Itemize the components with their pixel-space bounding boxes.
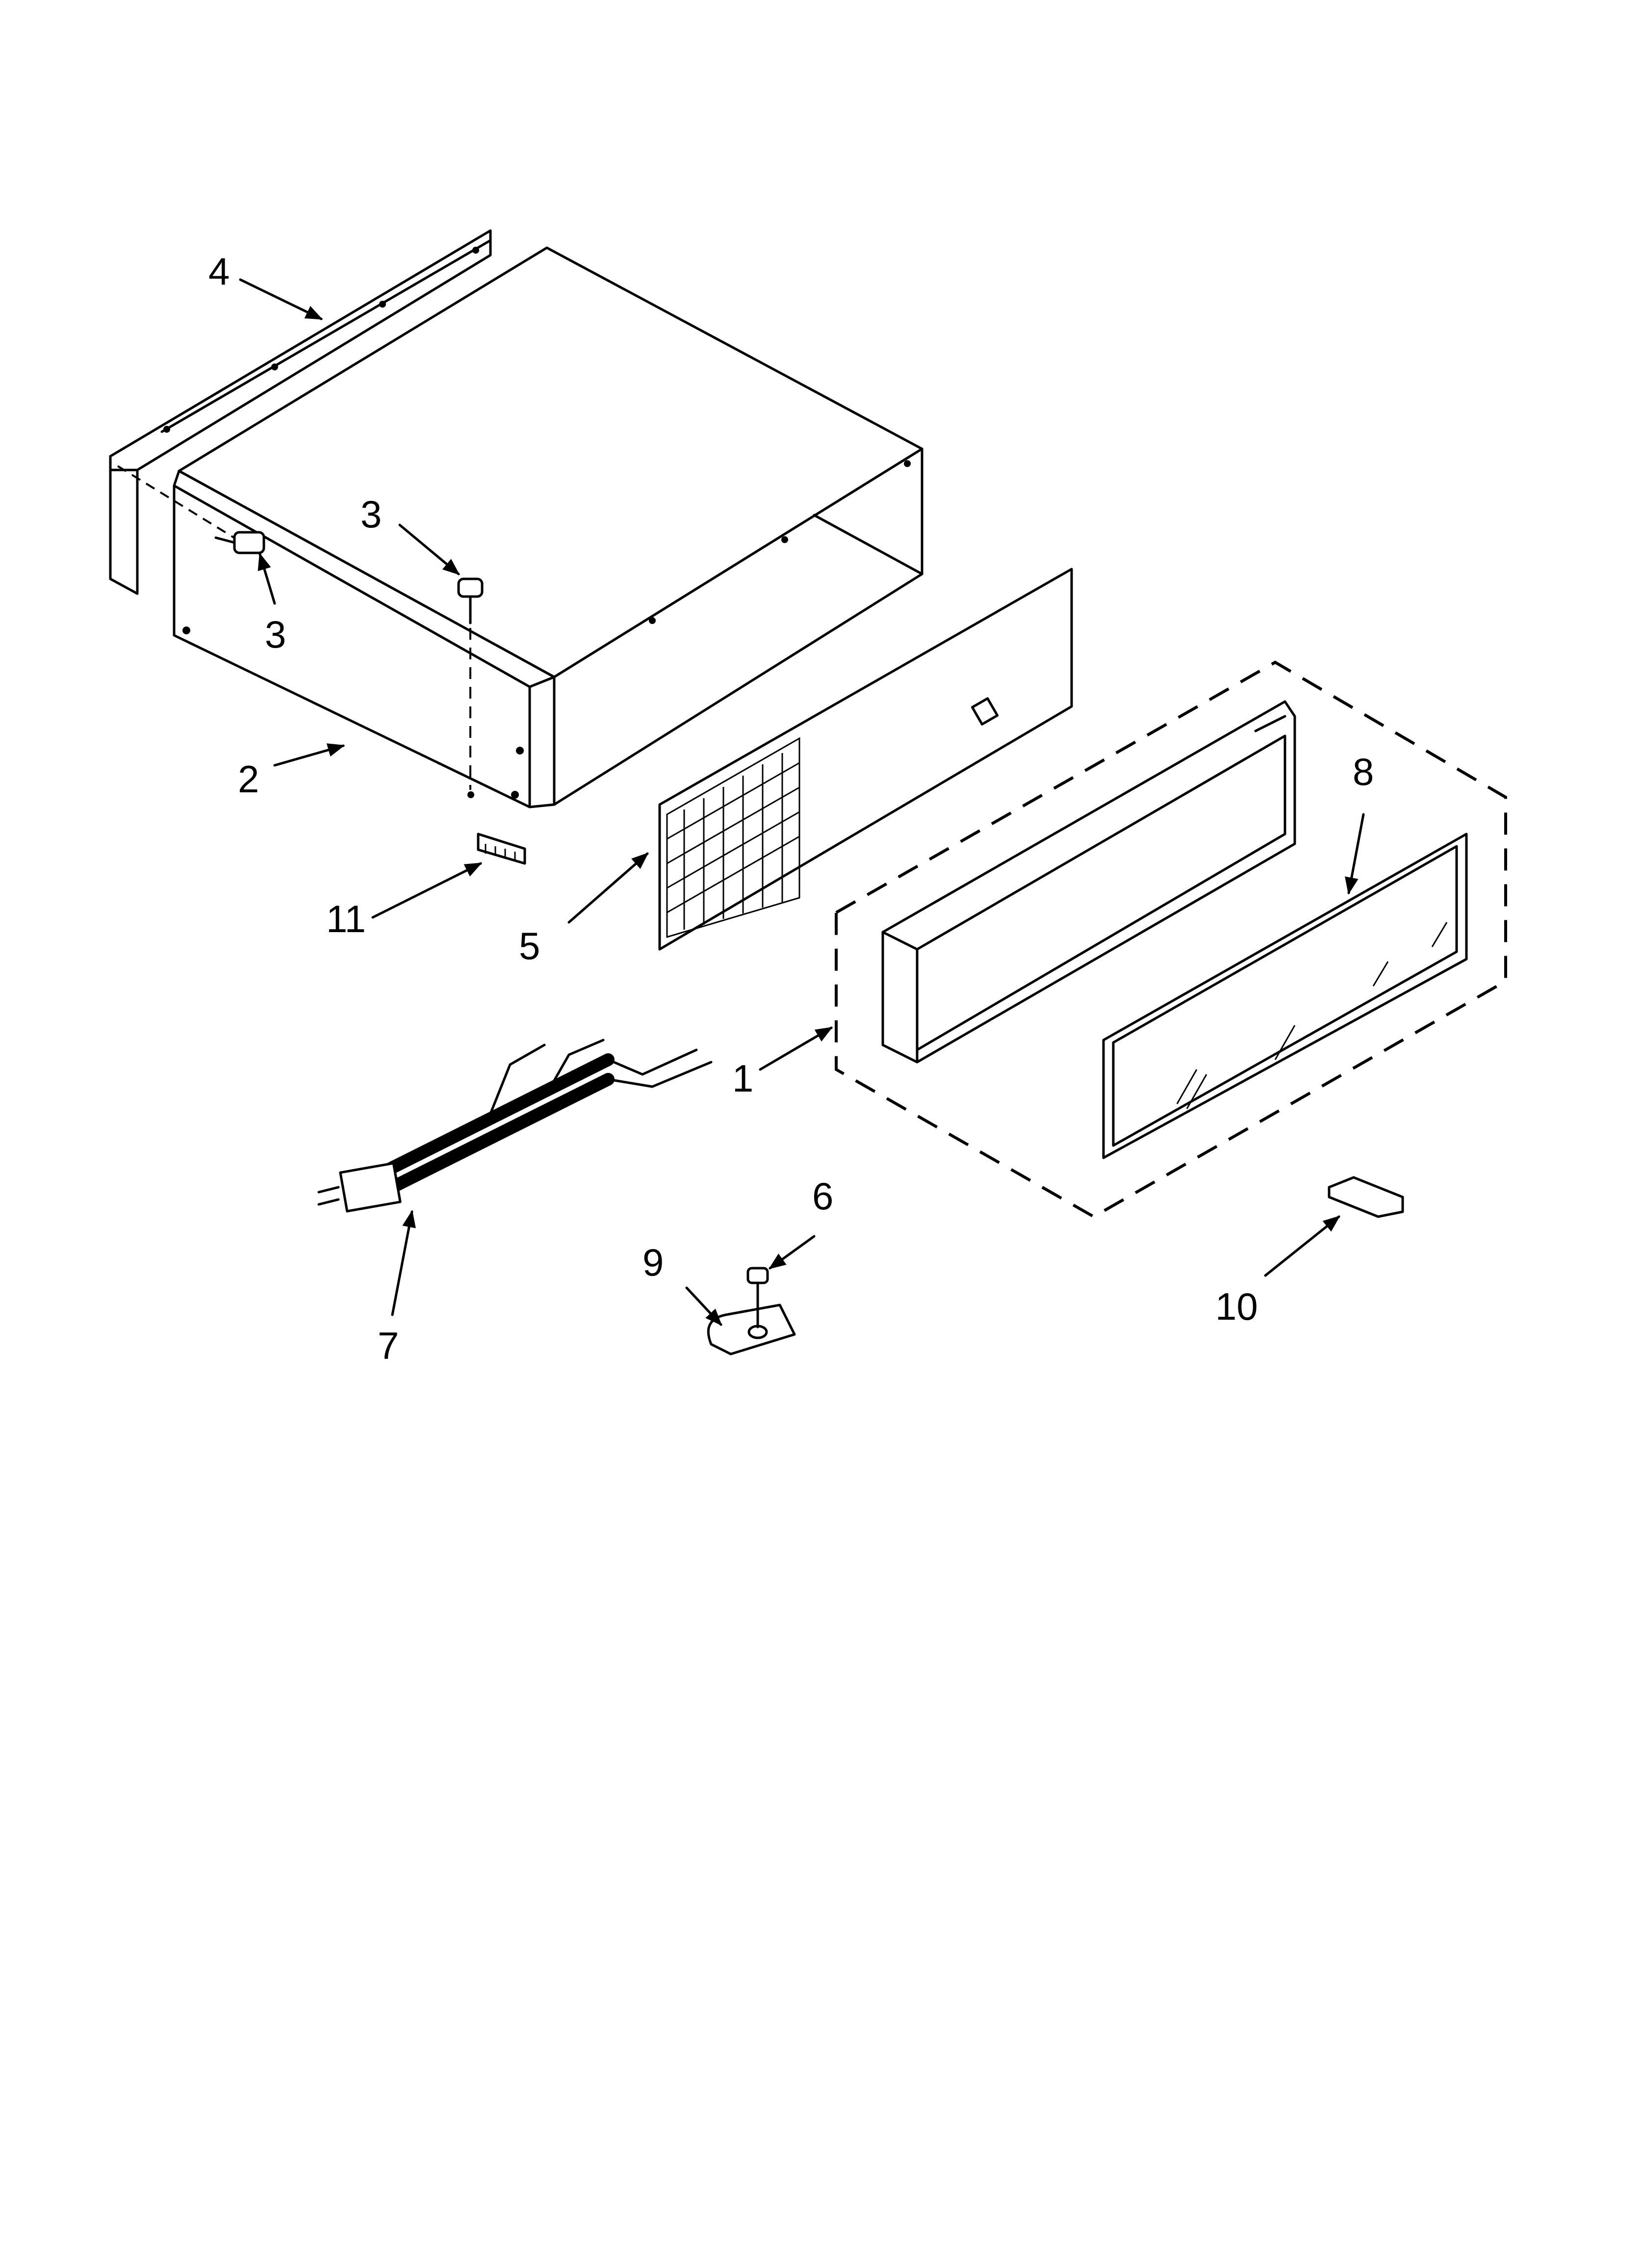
callout-10: 10 <box>1215 1285 1258 1328</box>
connector-clip-part <box>477 833 526 865</box>
callout-7: 7 <box>378 1324 399 1367</box>
callout-6: 6 <box>812 1174 833 1218</box>
callout-4: 4 <box>208 250 230 293</box>
callout-11: 11 <box>326 897 366 940</box>
leader-arrows <box>239 278 1365 1326</box>
rear-bracket-part <box>109 229 492 595</box>
screw-part-right <box>457 577 484 790</box>
clamp-part <box>707 1303 796 1356</box>
assembly-group-outline <box>835 660 1507 1219</box>
callout-3-left: 3 <box>265 613 286 656</box>
callout-5: 5 <box>519 924 540 967</box>
cabinet-housing-part <box>173 246 924 808</box>
small-bracket-part <box>1328 1176 1404 1218</box>
callout-8: 8 <box>1353 750 1374 793</box>
screw-part-left <box>117 465 265 554</box>
callout-2: 2 <box>238 757 259 801</box>
vent-panel-part <box>658 568 1073 951</box>
wire-harness-part <box>317 1039 713 1213</box>
callout-1: 1 <box>732 1057 753 1100</box>
screw-part-bottom <box>746 1267 769 1329</box>
callout-3-top: 3 <box>360 493 382 536</box>
front-frame-part <box>881 700 1296 1064</box>
callout-9: 9 <box>642 1241 664 1284</box>
glass-panel-part <box>1102 833 1468 1159</box>
